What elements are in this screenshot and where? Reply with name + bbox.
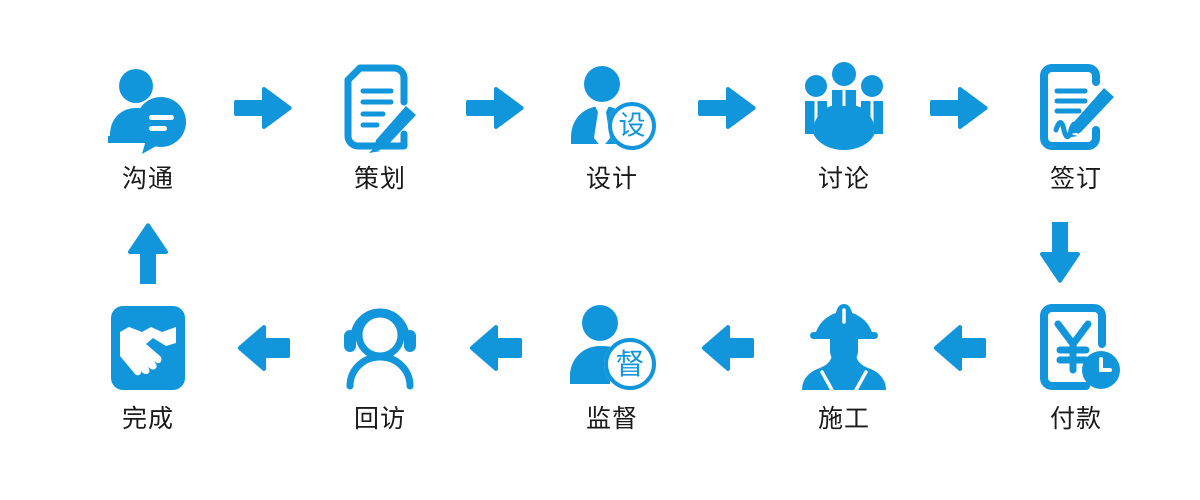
construction-worker-icon [794, 298, 894, 398]
arrow-right-icon [678, 58, 778, 158]
step-label: 施工 [817, 404, 870, 433]
step-node-followup[interactable]: 回访 [314, 298, 446, 431]
supervisor-badge-icon: 督 [562, 298, 662, 398]
badge-text: 设 [619, 111, 646, 142]
step-node-design[interactable]: 设 设计 [546, 58, 678, 191]
step-node-supervision[interactable]: 督 监督 [546, 298, 678, 431]
top-row: 沟通 [0, 58, 1200, 191]
step-node-completion[interactable]: 完成 [82, 298, 214, 431]
designer-badge-icon: 设 [562, 58, 662, 158]
arrow-right-icon [446, 58, 546, 158]
step-node-communication[interactable]: 沟通 [82, 58, 214, 191]
step-node-payment[interactable]: 付款 [1010, 298, 1142, 431]
step-node-signing[interactable]: 签订 [1010, 58, 1142, 191]
step-label: 设计 [585, 164, 638, 193]
step-label: 讨论 [817, 164, 870, 193]
user-chat-icon [98, 58, 198, 158]
contract-signature-icon [1026, 58, 1126, 158]
bottom-row: 完成 [0, 298, 1200, 431]
step-node-discussion[interactable]: 讨论 [778, 58, 910, 191]
arrow-left-icon [910, 298, 1010, 398]
badge-text: 督 [615, 347, 644, 381]
arrow-right-icon [910, 58, 1010, 158]
arrow-left-icon [214, 298, 314, 398]
arrow-up-icon [118, 218, 178, 288]
step-label: 付款 [1049, 404, 1102, 433]
step-label: 监督 [585, 404, 638, 433]
handshake-icon [98, 298, 198, 398]
step-label: 完成 [121, 404, 174, 433]
step-label: 签订 [1049, 164, 1102, 193]
headset-support-icon [330, 298, 430, 398]
arrow-right-icon [214, 58, 314, 158]
document-pencil-icon [330, 58, 430, 158]
step-label: 沟通 [121, 164, 174, 193]
step-node-planning[interactable]: 策划 [314, 58, 446, 191]
step-node-construction[interactable]: 施工 [778, 298, 910, 431]
arrow-left-icon [678, 298, 778, 398]
payment-yuan-clock-icon [1026, 298, 1126, 398]
step-label: 策划 [353, 164, 406, 193]
meeting-group-icon [794, 58, 894, 158]
arrow-down-icon [1030, 218, 1090, 288]
arrow-left-icon [446, 298, 546, 398]
step-label: 回访 [353, 404, 406, 433]
